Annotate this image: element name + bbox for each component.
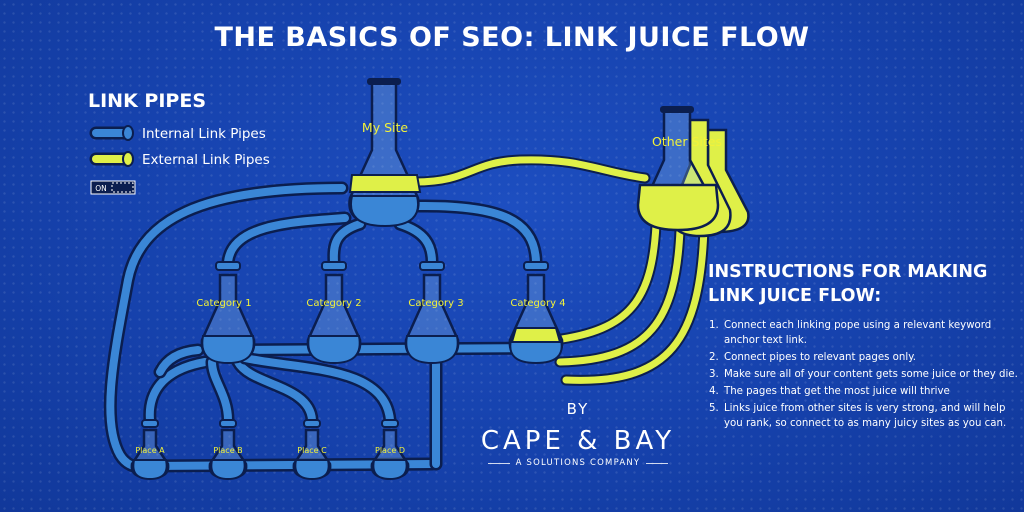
legend-internal-label: Internal Link Pipes — [142, 126, 266, 142]
place-flasks — [130, 419, 410, 481]
brand-tagline: A SOLUTIONS COMPANY — [515, 458, 641, 468]
legend-internal-pipe-icon — [89, 125, 134, 141]
instructions-list: Connect each linking pope using a releva… — [706, 318, 1022, 433]
switch-label: ON — [95, 184, 107, 193]
place-b-flask — [208, 419, 248, 481]
category-2-label: Category 2 — [306, 298, 361, 309]
brand-tagline-row: A SOLUTIONS COMPANY — [478, 458, 678, 468]
place-d-label: Place D — [375, 446, 405, 455]
instructions-title-line-1: INSTRUCTIONS FOR MAKING — [708, 262, 988, 282]
category-3-label: Category 3 — [408, 298, 463, 309]
brand-by: BY — [566, 400, 590, 418]
external-pipes — [409, 154, 710, 386]
category-3-flask — [404, 261, 460, 365]
brand-divider-right — [646, 462, 669, 464]
instruction-step: The pages that get the most juice will t… — [722, 384, 1022, 399]
category-4-label: Category 4 — [510, 298, 565, 309]
category-flasks — [200, 261, 564, 365]
place-c-label: Place C — [297, 446, 327, 455]
instruction-step: Links juice from other sites is very str… — [722, 401, 1022, 431]
instruction-step: Connect pipes to relevant pages only. — [722, 350, 1022, 365]
instruction-step: Connect each linking pope using a releva… — [722, 318, 1022, 348]
instructions-title: INSTRUCTIONS FOR MAKING LINK JUICE FLOW: — [708, 260, 1018, 308]
brand-logo: BY CAPE & BAY A SOLUTIONS COMPANY — [478, 400, 678, 468]
place-a-flask — [130, 419, 170, 481]
place-d-flask — [370, 419, 410, 481]
page-title: THE BASICS OF SEO: LINK JUICE FLOW — [214, 22, 810, 53]
internal-pipes — [103, 181, 547, 474]
brand-divider-left — [487, 462, 510, 464]
legend-external-label: External Link Pipes — [142, 152, 270, 168]
place-c-flask — [292, 419, 332, 481]
category-1-flask — [200, 261, 256, 365]
my-site-label: My Site — [362, 120, 408, 135]
category-1-label: Category 1 — [196, 298, 251, 309]
brand-name: CAPE & BAY — [480, 426, 676, 456]
category-2-flask — [306, 261, 362, 365]
instruction-step: Make sure all of your content gets some … — [722, 367, 1022, 382]
place-b-label: Place B — [213, 446, 242, 455]
legend-external-pipe-icon — [89, 151, 134, 167]
instructions-title-line-2: LINK JUICE FLOW: — [708, 286, 882, 306]
other-sites-label: Other Sites — [652, 134, 722, 149]
category-4-flask — [508, 261, 564, 365]
place-a-label: Place A — [135, 446, 165, 455]
switch-icon: ON — [90, 180, 136, 195]
legend-title: LINK PIPES — [88, 90, 206, 112]
other-sites-flasks — [636, 106, 750, 238]
my-site-flask — [348, 78, 422, 228]
